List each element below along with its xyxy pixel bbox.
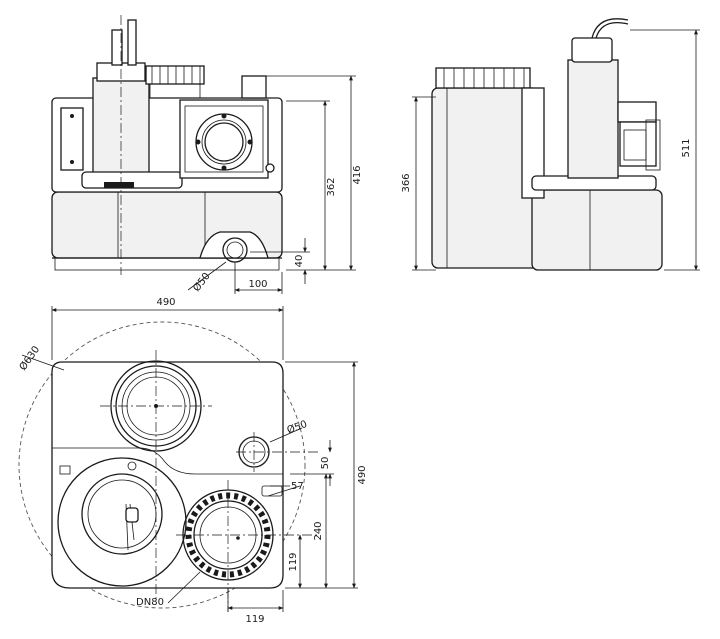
front-inlet-boss xyxy=(199,231,269,259)
dim-front-416: 416 xyxy=(352,165,363,184)
top-screw-lid xyxy=(110,360,202,452)
top-motor-disc xyxy=(57,457,187,587)
side-pipe xyxy=(521,87,545,199)
side-screw-lid xyxy=(435,67,531,89)
front-outlet-stub xyxy=(241,75,267,99)
dim-top-119-horizontal: 119 xyxy=(245,614,264,625)
dim-front-362: 362 xyxy=(326,177,337,196)
side-motor xyxy=(567,59,619,179)
dim-front-40: 40 xyxy=(294,255,305,268)
dim-top-490-width: 490 xyxy=(156,297,175,308)
dim-top-d50: Ø50 xyxy=(285,418,308,436)
dim-top-119-vertical: 119 xyxy=(288,552,299,571)
dim-side-366: 366 xyxy=(401,173,412,192)
front-vent-pipe xyxy=(127,19,137,66)
front-side-panel xyxy=(60,107,84,171)
front-cable-gland xyxy=(111,29,123,66)
dim-side-511: 511 xyxy=(681,138,692,157)
front-screw-lid xyxy=(145,65,205,85)
dim-top-240: 240 xyxy=(313,521,324,540)
dim-front-100: 100 xyxy=(248,279,267,290)
dim-top-d630: Ø630 xyxy=(17,344,42,373)
dim-top-50: 50 xyxy=(320,457,331,470)
side-flange xyxy=(619,121,657,167)
dim-top-57: 57 xyxy=(291,481,304,492)
top-view: 490 490 Ø630 Ø50 50 57 240 119 119 DN80 xyxy=(17,297,368,625)
dim-top-490-depth: 490 xyxy=(357,465,368,484)
side-view: 366 511 xyxy=(401,18,700,271)
front-view: 362 416 40 Ø50 100 xyxy=(51,15,363,294)
side-base xyxy=(531,189,663,271)
top-envelope-circle xyxy=(18,321,306,609)
top-housing-outline xyxy=(51,361,284,589)
label-dn80: DN80 xyxy=(136,597,164,608)
front-gear-housing xyxy=(179,99,269,179)
